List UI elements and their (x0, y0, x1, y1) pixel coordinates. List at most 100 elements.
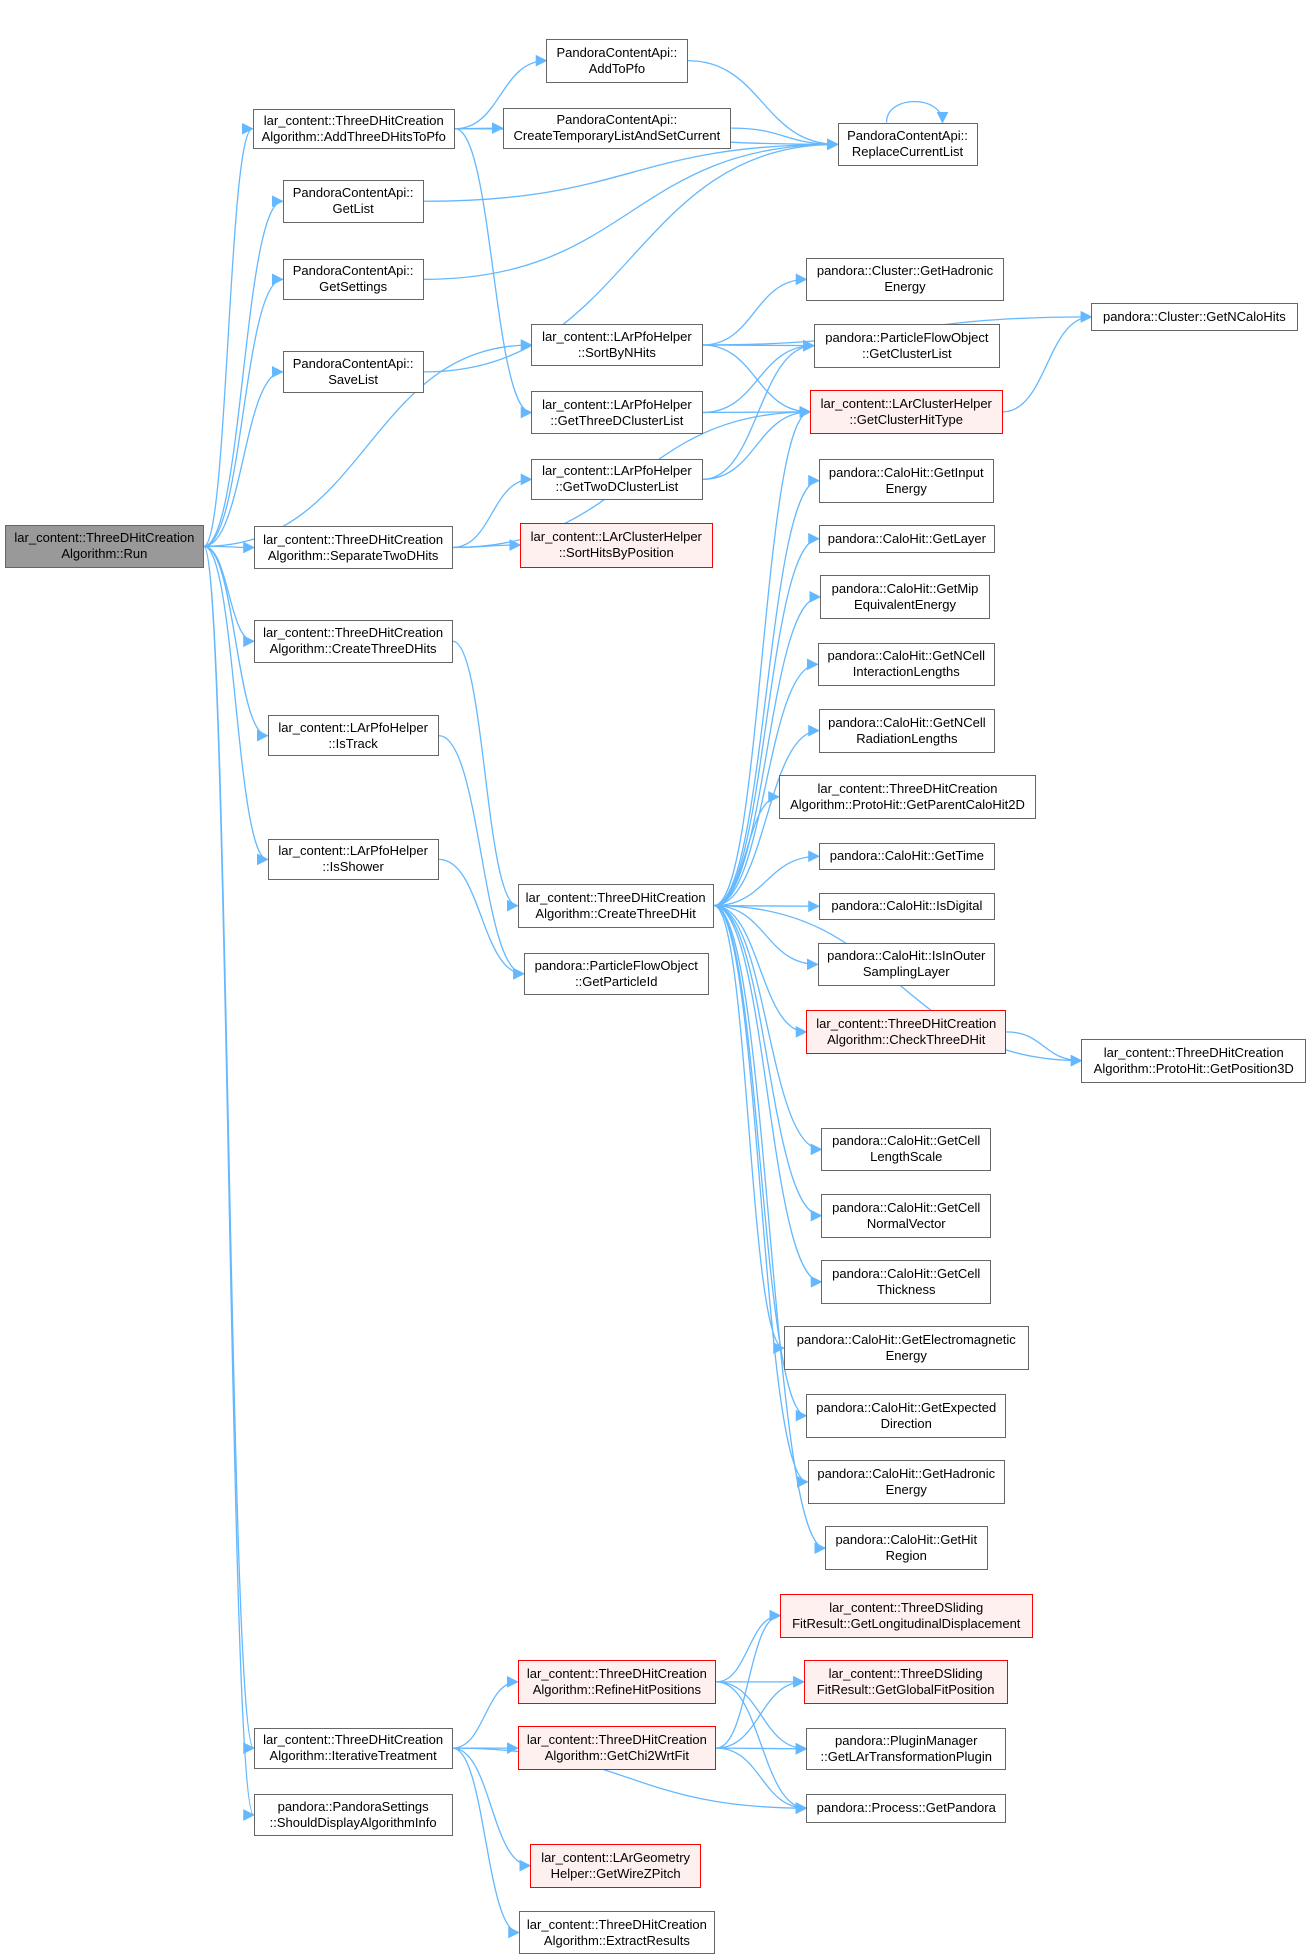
node-get-l-ar-transformation-plugin[interactable]: pandora::PluginManager::GetLArTransforma… (806, 1727, 1007, 1770)
node-add-to-pfo[interactable]: PandoraContentApi::AddToPfo (546, 38, 688, 83)
node-get-three-d-cluster-list[interactable]: lar_content::LArPfoHelper::GetThreeDClus… (531, 391, 703, 434)
node-replace-current-list[interactable]: PandoraContentApi::ReplaceCurrentList (837, 122, 978, 167)
node-label-line: ::SortHitsByPosition (558, 545, 674, 560)
edge-refineHitPositions-to-getLArTransformationPlugin (716, 1681, 808, 1755)
edge-run-to-isShower (203, 545, 269, 866)
node-label-line: PandoraContentApi:: (292, 263, 414, 279)
node-create-temp-list[interactable]: PandoraContentApi::CreateTemporaryListAn… (502, 107, 732, 149)
node-get-layer[interactable]: pandora::CaloHit::GetLayer (818, 525, 995, 553)
node-sort-by-n-hits[interactable]: lar_content::LArPfoHelper::SortByNHits (531, 323, 703, 367)
node-get-two-d-cluster-list[interactable]: lar_content::LArPfoHelper::GetTwoDCluste… (531, 458, 703, 500)
edge-createThreeDHit-to-getExpectedDirection (713, 904, 808, 1422)
node-label-line: GetSettings (319, 279, 388, 295)
node-label-line: lar_content::ThreeDHitCreation (263, 531, 444, 547)
edge-getThreeDClusterList-to-getClusterList (702, 339, 815, 414)
node-get-time[interactable]: pandora::CaloHit::GetTime (818, 842, 995, 870)
node-label-line: ::IsTrack (328, 735, 378, 751)
node-label-line: Algorithm::Run (61, 546, 148, 562)
edge-sortByNHits-to-getClusterList (702, 339, 815, 352)
node-get-pandora[interactable]: pandora::Process::GetPandora (806, 1793, 1007, 1823)
node-get-list[interactable]: PandoraContentApi::GetList (282, 180, 424, 223)
edge-sortByNHits-to-getClusterHitType (702, 344, 812, 418)
node-label-line: pandora::PandoraSettings (277, 1799, 429, 1814)
node-is-shower[interactable]: lar_content::LArPfoHelper::IsShower (267, 838, 439, 880)
edge-getChi2WrtFit-to-getLArTransformationPlugin (716, 1742, 808, 1755)
node-label-line: PandoraContentApi:: (556, 112, 678, 128)
edge-sortByNHits-to-clusterGetHadronicEnergy (702, 273, 808, 346)
node-label-line: Thickness (876, 1281, 936, 1297)
edge-createThreeDHit-to-getInputEnergy (713, 474, 820, 907)
edge-separateTwoDHits-to-getTwoDClusterList (452, 473, 533, 549)
node-should-display[interactable]: pandora::PandoraSettings::ShouldDisplayA… (253, 1793, 453, 1837)
node-label-line: lar_content::ThreeDHitCreation (526, 1665, 707, 1681)
node-label-line: ::ShouldDisplayAlgorithmInfo (269, 1815, 437, 1830)
node-label-line: pandora::CaloHit::GetLayer (827, 530, 986, 546)
node-save-list[interactable]: PandoraContentApi::SaveList (282, 351, 424, 393)
node-get-cluster-list[interactable]: pandora::ParticleFlowObject::GetClusterL… (813, 323, 1000, 368)
node-label-line: Energy (884, 279, 926, 295)
node-is-track[interactable]: lar_content::LArPfoHelper::IsTrack (267, 715, 439, 757)
node-is-digital[interactable]: pandora::CaloHit::IsDigital (818, 892, 995, 920)
node-label-line: lar_content::ThreeDHitCreation (526, 1916, 707, 1932)
node-label-line: lar_content::ThreeDHitCreation (525, 889, 706, 905)
node-label-line: pandora::CaloHit::GetHadronic (817, 1465, 996, 1481)
node-label-line: ::IsShower (322, 859, 384, 875)
node-sort-hits-by-position[interactable]: lar_content::LArClusterHelper::SortHitsB… (520, 522, 713, 568)
node-label-line: Algorithm::SeparateTwoDHits (267, 547, 439, 563)
node-label-line: Algorithm::AddThreeDHitsToPfo (261, 128, 446, 144)
node-label-line: Algorithm::CreateThreeDHits (269, 641, 437, 657)
node-label-line: lar_content::LArClusterHelper (530, 529, 702, 544)
edge-addThreeDHitsToPfo-to-addToPfo (454, 54, 548, 130)
node-label-line: lar_content::LArPfoHelper (278, 843, 428, 859)
node-get-n-calo-hits[interactable]: pandora::Cluster::GetNCaloHits (1091, 302, 1298, 332)
node-label-line: EquivalentEnergy (854, 596, 956, 612)
edge-getClusterHitType-to-getNCaloHits (1002, 311, 1093, 413)
node-label-line: PandoraContentApi:: (292, 355, 414, 371)
edge-createThreeDHit-to-getLayer (713, 532, 820, 907)
node-label-line: Energy (885, 480, 927, 496)
node-label-line: Algorithm::ExtractResults (543, 1932, 690, 1948)
node-label-line: pandora::PluginManager (835, 1732, 978, 1748)
edge-checkThreeDHit-to-getPosition3D (1006, 1031, 1083, 1067)
node-label-line: ::GetClusterList (862, 345, 952, 361)
edge-getChi2WrtFit-to-getPandora (716, 1747, 808, 1814)
node-label-line: pandora::CaloHit::GetExpected (816, 1399, 997, 1415)
node-label-line: PandoraContentApi:: (556, 44, 678, 60)
node-label-line: lar_content::ThreeDHitCreation (526, 1732, 707, 1748)
node-get-particle-id[interactable]: pandora::ParticleFlowObject::GetParticle… (523, 952, 709, 995)
edge-run-to-separateTwoDHits (203, 541, 255, 554)
node-get-settings[interactable]: PandoraContentApi::GetSettings (282, 258, 424, 300)
edge-getTwoDClusterList-to-getClusterList (702, 339, 815, 481)
edge-saveList-to-replaceCurrentList (423, 138, 839, 373)
node-label-line: Algorithm::RefineHitPositions (532, 1681, 702, 1697)
node-get-cluster-hit-type[interactable]: lar_content::LArClusterHelper::GetCluste… (810, 390, 1003, 434)
node-label-line: Direction (880, 1415, 932, 1431)
